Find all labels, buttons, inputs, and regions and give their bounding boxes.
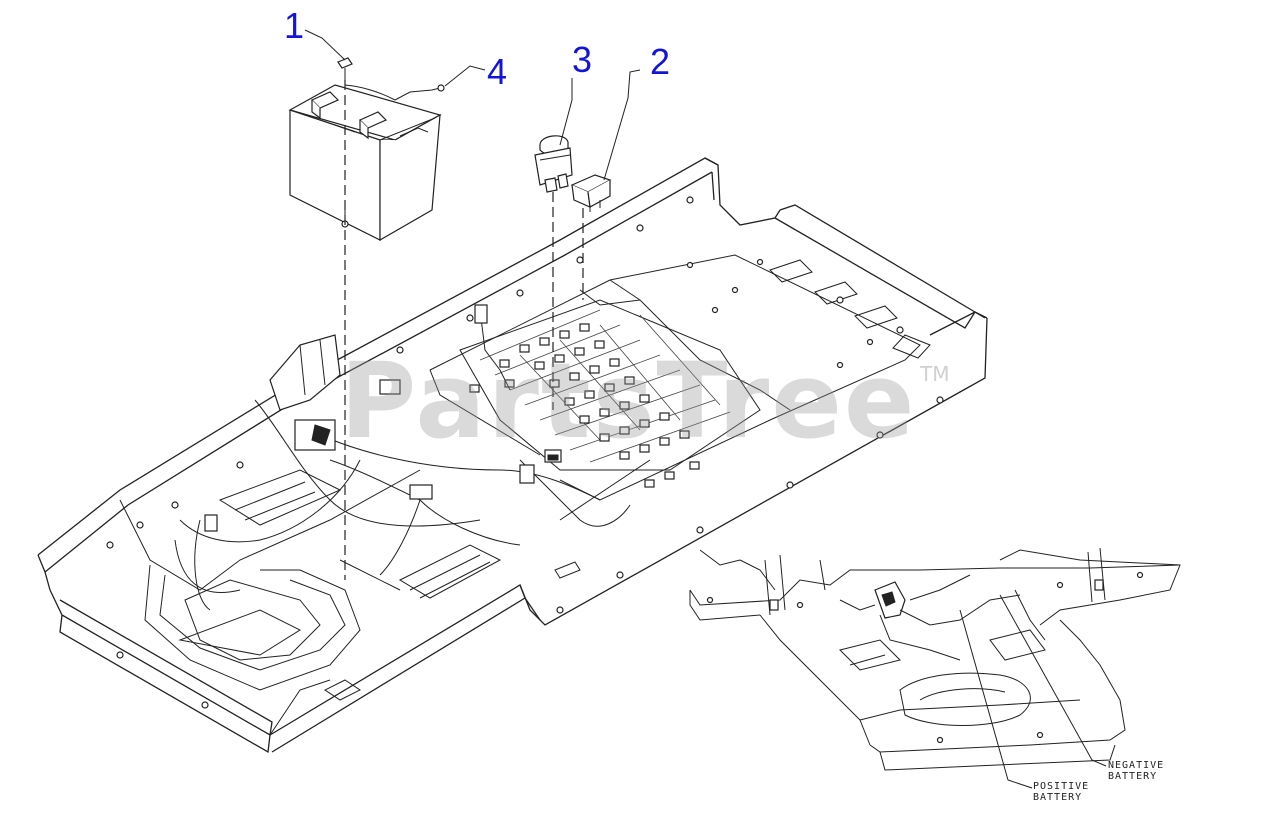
inset-view: [689, 547, 1181, 789]
watermark-text: PartsTree: [340, 340, 917, 462]
callout-4: 4: [487, 51, 508, 92]
positive-label-line1: POSITIVE: [1033, 781, 1090, 792]
leader-lines: [304, 29, 641, 181]
negative-label-line2: BATTERY: [1108, 771, 1158, 782]
trademark-symbol: TM: [920, 362, 950, 386]
negative-label-line1: NEGATIVE: [1108, 760, 1165, 771]
negative-battery-label: NEGATIVE BATTERY: [1108, 760, 1164, 782]
assembly-lines: [344, 80, 584, 580]
positive-battery-label: POSITIVE BATTERY: [1033, 781, 1089, 803]
tractor-frame: [37, 157, 988, 754]
callout-2: 2: [650, 41, 671, 82]
callout-1: 1: [284, 5, 305, 46]
positive-label-line2: BATTERY: [1033, 792, 1083, 803]
callout-3: 3: [572, 39, 593, 80]
battery: [288, 57, 445, 242]
switch-and-relay: [534, 135, 612, 212]
